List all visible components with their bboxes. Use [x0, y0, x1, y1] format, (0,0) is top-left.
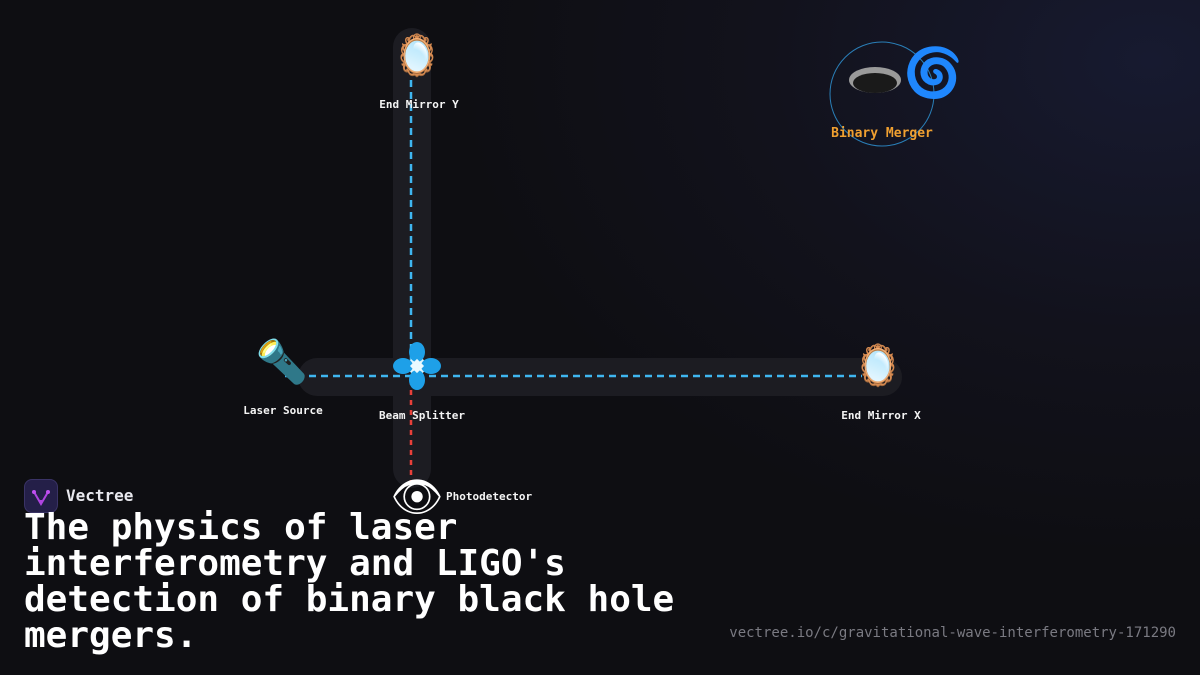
vectree-logo: [24, 479, 58, 513]
photodetector-label: Photodetector: [446, 490, 533, 503]
splitter-icon: [393, 342, 441, 390]
end-mirror-y-label: End Mirror Y: [379, 98, 459, 111]
black-hole-icon: [849, 67, 901, 93]
page-title: The physics of laser interferometry and …: [24, 507, 675, 656]
beam-splitter-label: Beam Splitter: [378, 409, 466, 422]
binary-merger-label: Binary Merger: [831, 126, 933, 141]
end-mirror-x-label: End Mirror X: [841, 409, 921, 422]
laser-source-label: Laser Source: [243, 404, 323, 417]
brand-name: Vectree: [66, 486, 134, 505]
merger-ring: [829, 41, 935, 147]
mirror-icon: 🪞: [853, 343, 903, 389]
flashlight-icon: 🔦: [255, 337, 309, 386]
mirror-icon: 🪞: [392, 33, 442, 79]
cyclone-icon: 🌀: [903, 45, 963, 101]
source-url: vectree.io/c/gravitational-wave-interfer…: [729, 625, 1176, 641]
eye-icon: 👁: [390, 472, 444, 521]
